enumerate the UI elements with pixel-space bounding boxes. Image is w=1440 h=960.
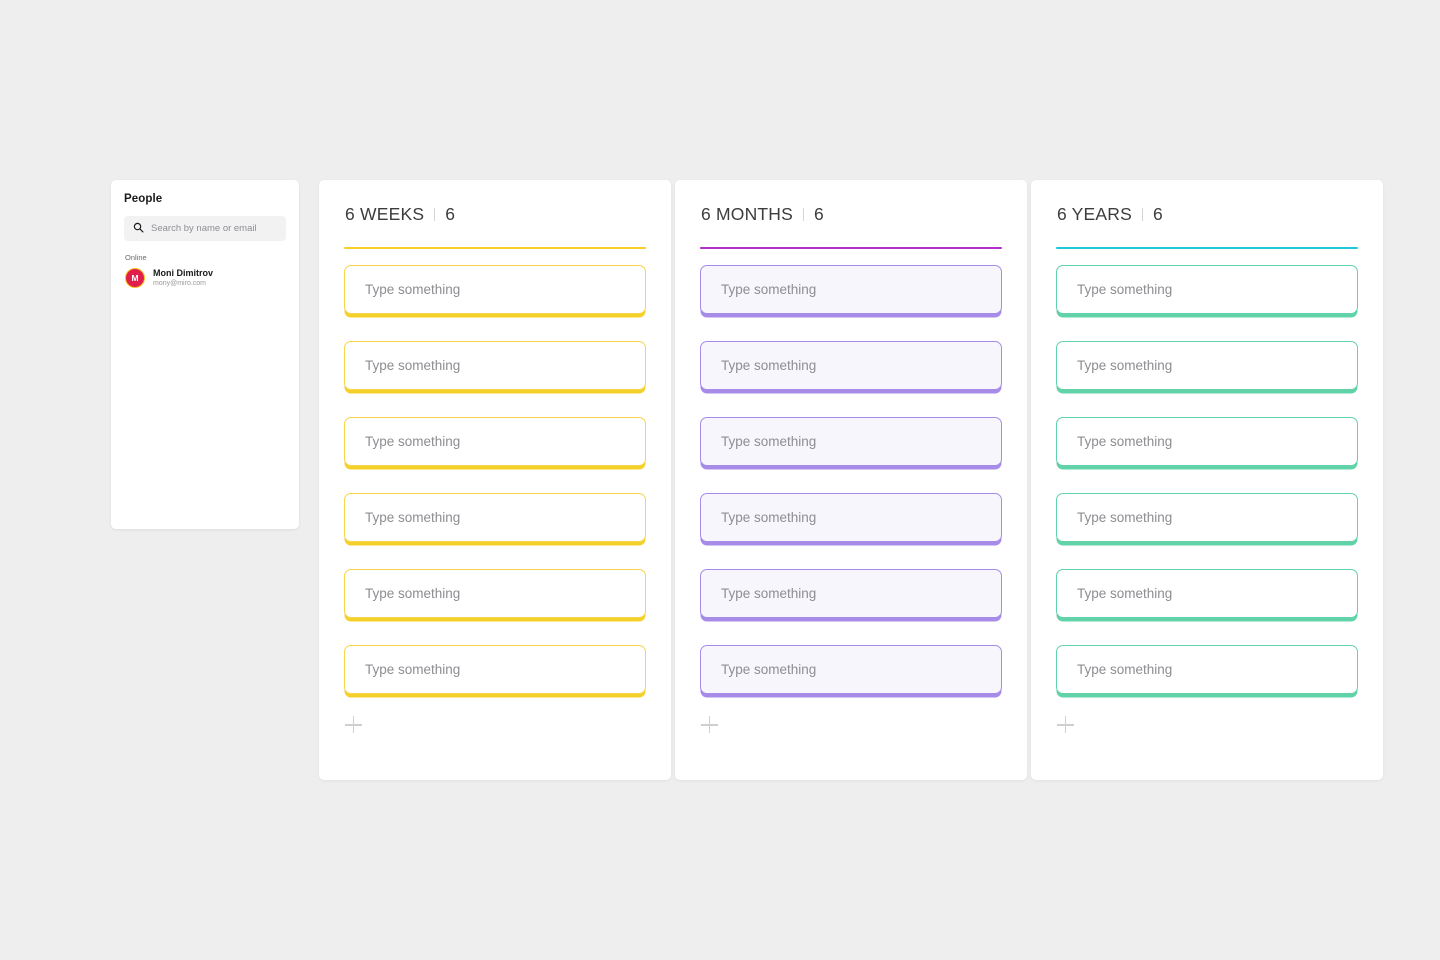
card[interactable]: Type something: [700, 493, 1002, 542]
title-separator: [434, 208, 436, 221]
card-placeholder: Type something: [365, 662, 461, 677]
card[interactable]: Type something: [344, 569, 646, 618]
card-placeholder: Type something: [365, 358, 461, 373]
column-accent-rule: [344, 247, 646, 249]
card-placeholder: Type something: [721, 586, 817, 601]
card-placeholder: Type something: [721, 510, 817, 525]
card-placeholder: Type something: [721, 662, 817, 677]
avatar: M: [125, 268, 145, 288]
card[interactable]: Type something: [344, 265, 646, 314]
card-placeholder: Type something: [365, 282, 461, 297]
card-placeholder: Type something: [1077, 510, 1173, 525]
card[interactable]: Type something: [1056, 569, 1358, 618]
card[interactable]: Type something: [700, 645, 1002, 694]
column-header: 6 MONTHS 6: [700, 204, 1002, 225]
people-search[interactable]: [124, 216, 286, 241]
card[interactable]: Type something: [344, 417, 646, 466]
column-6-months: 6 MONTHS 6 Type something Type something…: [675, 180, 1027, 780]
title-separator: [803, 208, 805, 221]
column-title: 6 MONTHS: [701, 204, 794, 224]
card[interactable]: Type something: [700, 265, 1002, 314]
card-placeholder: Type something: [1077, 586, 1173, 601]
add-card-button[interactable]: [1057, 716, 1075, 734]
card[interactable]: Type something: [700, 569, 1002, 618]
column-header: 6 YEARS 6: [1056, 204, 1358, 225]
people-panel-title: People: [124, 193, 163, 205]
column-6-weeks: 6 WEEKS 6 Type something Type something …: [319, 180, 671, 780]
column-accent-rule: [1056, 247, 1358, 249]
card[interactable]: Type something: [344, 645, 646, 694]
title-separator: [1142, 208, 1144, 221]
person-name: Moni Dimitrov: [153, 268, 213, 279]
card[interactable]: Type something: [1056, 265, 1358, 314]
card-list: Type something Type something Type somet…: [700, 265, 1002, 694]
column-header: 6 WEEKS 6: [344, 204, 646, 225]
card-placeholder: Type something: [1077, 434, 1173, 449]
card[interactable]: Type something: [1056, 493, 1358, 542]
card-placeholder: Type something: [1077, 358, 1173, 373]
column-accent-rule: [700, 247, 1002, 249]
person-meta: Moni Dimitrov mony@miro.com: [153, 268, 213, 287]
card-placeholder: Type something: [721, 282, 817, 297]
list-item[interactable]: M Moni Dimitrov mony@miro.com: [124, 266, 286, 290]
person-email: mony@miro.com: [153, 279, 207, 287]
add-card-button[interactable]: [345, 716, 363, 734]
card-placeholder: Type something: [1077, 662, 1173, 677]
column-title: 6 YEARS: [1057, 204, 1133, 224]
card-placeholder: Type something: [721, 358, 817, 373]
card[interactable]: Type something: [344, 493, 646, 542]
card[interactable]: Type something: [700, 417, 1002, 466]
card[interactable]: Type something: [1056, 341, 1358, 390]
column-count: 6: [1153, 204, 1163, 224]
people-panel: People Online M Moni Dimitrov mony@miro.…: [111, 180, 299, 529]
card-placeholder: Type something: [1077, 282, 1173, 297]
card-list: Type something Type something Type somet…: [1056, 265, 1358, 694]
online-section-label: Online: [125, 253, 147, 262]
column-title: 6 WEEKS: [345, 204, 425, 224]
card-placeholder: Type something: [365, 586, 461, 601]
card[interactable]: Type something: [700, 341, 1002, 390]
search-input[interactable]: [151, 223, 277, 234]
card[interactable]: Type something: [1056, 417, 1358, 466]
card[interactable]: Type something: [1056, 645, 1358, 694]
search-icon: [133, 220, 144, 238]
card[interactable]: Type something: [344, 341, 646, 390]
board-columns: 6 WEEKS 6 Type something Type something …: [319, 180, 1383, 780]
avatar-initial: M: [131, 272, 139, 283]
column-count: 6: [445, 204, 455, 224]
card-placeholder: Type something: [721, 434, 817, 449]
card-placeholder: Type something: [365, 434, 461, 449]
column-count: 6: [814, 204, 824, 224]
card-list: Type something Type something Type somet…: [344, 265, 646, 694]
column-6-years: 6 YEARS 6 Type something Type something …: [1031, 180, 1383, 780]
add-card-button[interactable]: [701, 716, 719, 734]
card-placeholder: Type something: [365, 510, 461, 525]
